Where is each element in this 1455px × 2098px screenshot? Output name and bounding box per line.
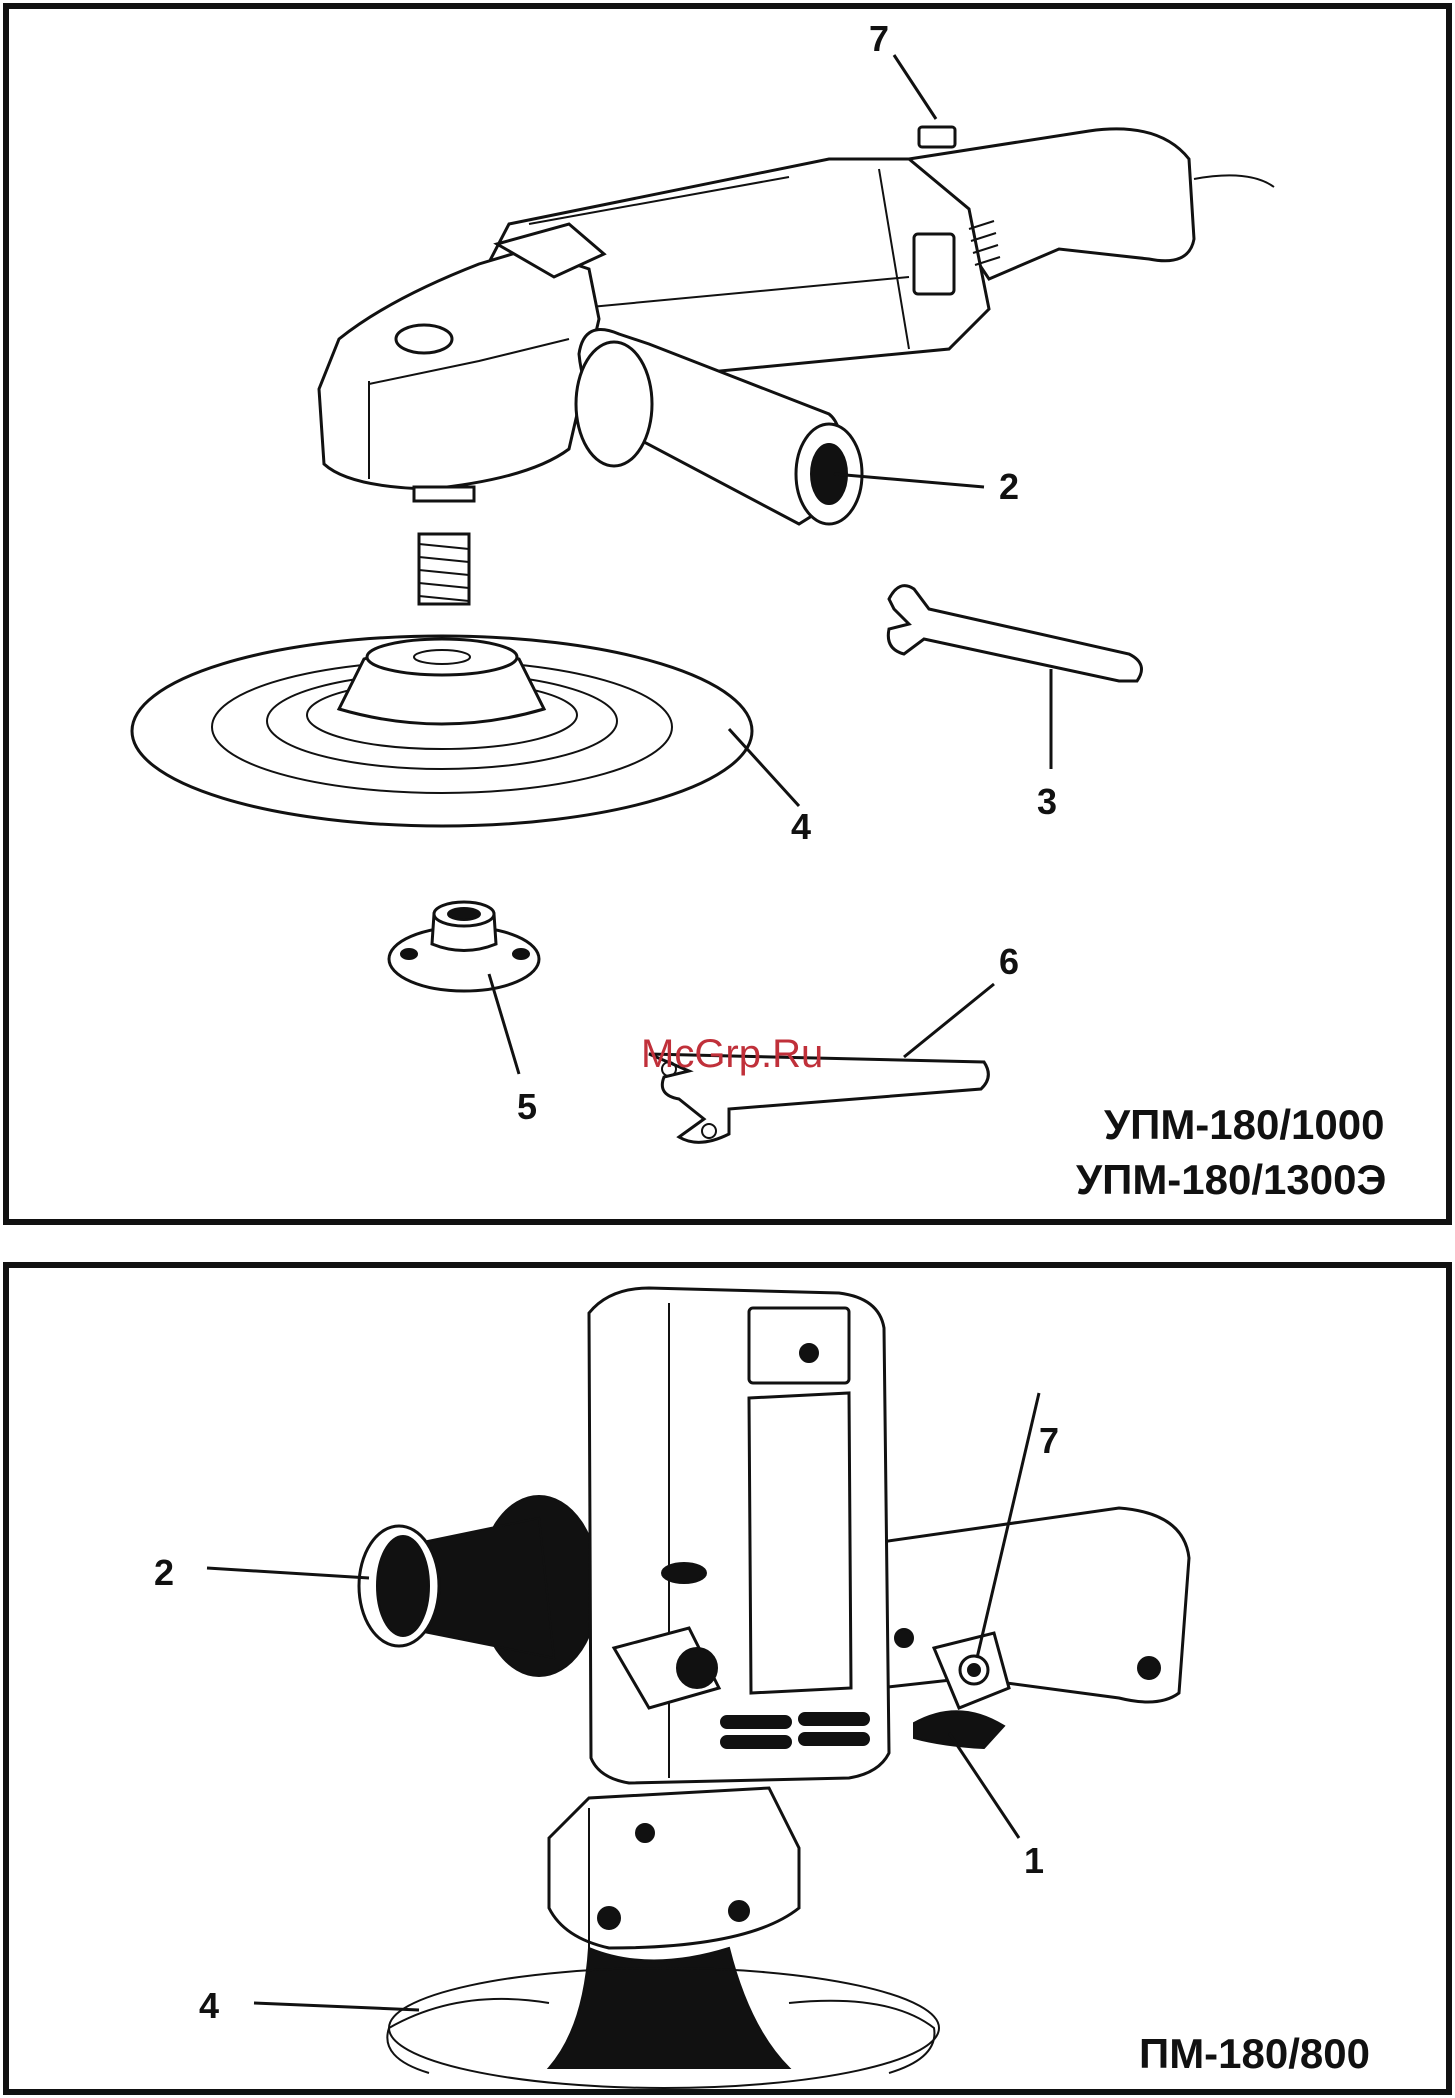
wrench-drawing [888,586,1141,681]
callout-1: 1 [1024,1840,1044,1881]
model-label-1: УПМ-180/1000 [1104,1101,1384,1148]
watermark-text: McGrp.Ru [641,1032,823,1076]
figure-bottom-panel: 7 2 1 4 ПМ-180/800 [3,1262,1452,2095]
flange-drawing [389,902,539,991]
angle-polisher-drawing [319,127,1274,604]
callout-2: 2 [999,466,1019,507]
leader-line-5 [489,974,519,1074]
leader-line-4 [254,2003,419,2010]
leader-line-2 [207,1568,369,1578]
callout-7: 7 [869,18,889,59]
vertical-polisher-drawing [359,1288,1189,2088]
figure-bottom-drawing: 7 2 1 4 ПМ-180/800 [9,1268,1446,2089]
callout-6: 6 [999,941,1019,982]
callout-4: 4 [199,1985,219,2026]
callout-4: 4 [791,806,811,847]
model-label-2: УПМ-180/1300Э [1076,1156,1386,1203]
model-label: ПМ-180/800 [1139,2030,1370,2077]
callout-2: 2 [154,1552,174,1593]
callout-3: 3 [1037,781,1057,822]
callout-5: 5 [517,1086,537,1127]
leader-line-6 [904,984,994,1057]
polishing-disc-drawing [132,636,752,826]
callout-7: 7 [1039,1420,1059,1461]
leader-line-7 [894,55,936,119]
figure-top-panel: 7 2 3 4 5 6 McGrp.Ru УПМ-180/1000 УПМ-18… [3,3,1452,1225]
figure-top-drawing: 7 2 3 4 5 6 McGrp.Ru УПМ-180/1000 УПМ-18… [9,9,1446,1219]
leader-line-4 [729,729,799,806]
